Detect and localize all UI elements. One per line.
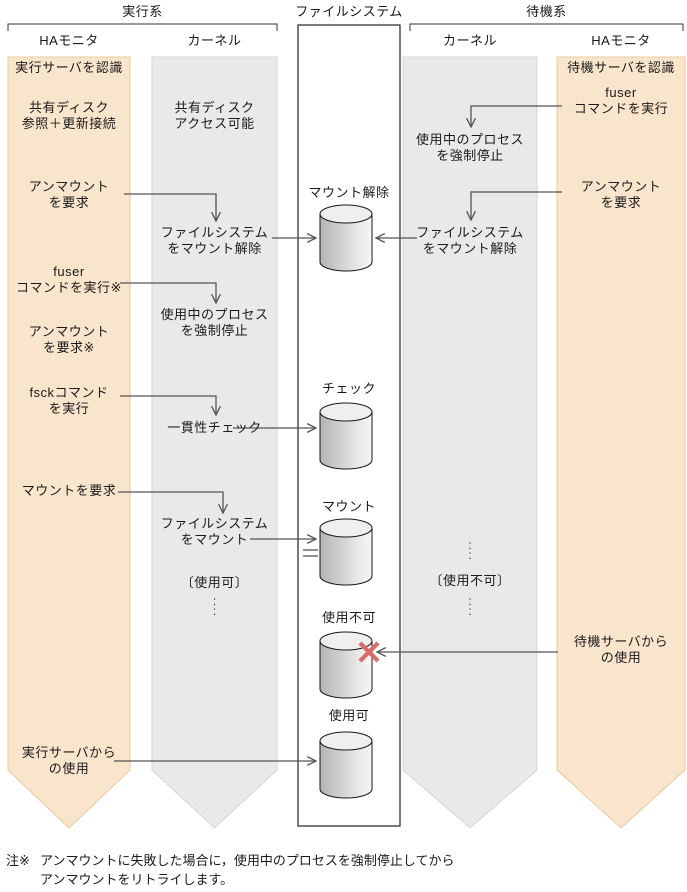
col-header-exec-kernel: カーネル	[187, 33, 242, 48]
standby-kernel-state-unusable-label: 〔使用不可〕	[429, 573, 511, 588]
col-header-standby-ha: HAモニタ	[591, 33, 651, 48]
exec-ha-unmount-request-label: アンマウント を要求	[28, 179, 110, 210]
arrow-exec-fsck-command	[120, 395, 216, 415]
standby-kernel-fs-unmount-label: ファイルシステム をマウント解除	[416, 225, 524, 256]
exec-ha-fuser-command-label: fuser コマンドを実行※	[16, 264, 122, 295]
standby-ha-recognize-label: 待機サーバを認識	[567, 60, 675, 75]
arrow-exec-fuser-command	[120, 282, 216, 303]
exec-group-bracket	[7, 23, 278, 31]
arrow-exec-mount-request	[118, 491, 223, 513]
exec-ha-recognize-label: 実行サーバを認識	[15, 60, 123, 75]
ellipsis-dots: : :	[212, 594, 217, 618]
exec-kernel-kill-process-label: 使用中のプロセス を強制停止	[160, 307, 269, 338]
arrow-standby-unmount-request	[471, 191, 562, 220]
fs-state-unmounted-label: マウント解除	[308, 185, 390, 200]
band-standby-ha-monitor	[556, 56, 686, 829]
band-standby-kernel	[402, 56, 538, 829]
ellipsis-dots: : :	[468, 594, 472, 618]
band-exec-ha-monitor	[7, 56, 131, 829]
cylinder-unmounted-icon	[319, 204, 373, 272]
exec-kernel-fs-unmount-label: ファイルシステム をマウント解除	[160, 225, 269, 256]
exec-kernel-state-usable-label: 〔使用可〕	[180, 575, 249, 590]
fs-state-unusable-label: 使用不可	[321, 610, 376, 625]
standby-group-bracket	[409, 23, 684, 31]
fs-state-mounted-label: マウント	[321, 499, 376, 514]
standby-ha-fuser-command-label: fuser コマンドを実行	[573, 85, 669, 116]
fs-state-usable-label: 使用可	[328, 708, 370, 723]
blocked-x-icon	[358, 641, 380, 663]
cylinder-check-icon	[319, 402, 373, 470]
standby-ha-unmount-request-label: アンマウント を要求	[580, 179, 662, 210]
standby-kernel-kill-process-label: 使用中のプロセス を強制停止	[415, 132, 524, 163]
arrow-exec-unmount-request	[124, 193, 216, 221]
band-exec-kernel	[151, 56, 278, 829]
filesystem-group-title: ファイルシステム	[295, 4, 403, 19]
exec-kernel-disk-access-label: 共有ディスク アクセス可能	[174, 100, 255, 131]
exec-ha-fsck-command-label: fsckコマンド を実行	[29, 385, 109, 416]
fs-state-check-label: チェック	[321, 381, 376, 396]
cylinder-unusable-icon	[319, 631, 373, 699]
exec-ha-unmount-retry-label: アンマウント を要求※	[28, 324, 110, 355]
exec-kernel-consistency-check-label: 一貫性チェック	[167, 420, 262, 435]
exec-group-title: 実行系	[122, 4, 163, 19]
exec-ha-use-from-server-label: 実行サーバから の使用	[21, 745, 117, 776]
standby-group-title: 待機系	[526, 4, 567, 19]
col-header-standby-kernel: カーネル	[442, 33, 497, 48]
note-text: アンマウントに失敗した場合に，使用中のプロセスを強制停止してから アンマウントを…	[40, 853, 455, 887]
standby-ha-use-from-server-label: 待機サーバから の使用	[573, 634, 669, 665]
cylinder-usable-icon	[319, 731, 373, 799]
col-header-exec-ha: HAモニタ	[39, 33, 99, 48]
exec-ha-mount-request-label: マウントを要求	[21, 483, 117, 498]
cylinder-mounted-icon	[319, 518, 373, 586]
arrow-standby-fuser-command	[471, 105, 562, 127]
ellipsis-dots: : :	[468, 538, 472, 562]
exec-kernel-fs-mount-label: ファイルシステム をマウント	[160, 516, 269, 547]
note-marker: 注※	[6, 853, 30, 868]
exec-ha-shared-disk-label: 共有ディスク 参照＋更新接続	[21, 100, 117, 131]
